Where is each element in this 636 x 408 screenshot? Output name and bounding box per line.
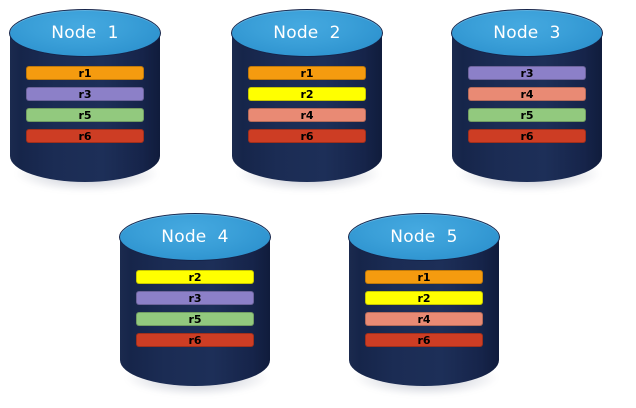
replica-list: r2 r3 r5 r6 [120, 270, 270, 347]
replica-bar-r4[interactable]: r4 [248, 108, 366, 122]
replica-bar-r5[interactable]: r5 [26, 108, 144, 122]
replica-bar-r6[interactable]: r6 [365, 333, 483, 347]
node-cylinder-3[interactable]: Node 3 r3 r4 r5 r6 [451, 9, 603, 192]
replica-bar-r6[interactable]: r6 [136, 333, 254, 347]
node-cylinder-5[interactable]: Node 5 r1 r2 r4 r6 [348, 213, 500, 396]
replica-list: r1 r2 r4 r6 [349, 270, 499, 347]
node-label: Node 3 [493, 23, 561, 43]
cylinder-top-disc [120, 214, 270, 260]
cylinder-top-disc [10, 10, 160, 56]
replica-list: r1 r3 r5 r6 [10, 66, 160, 143]
node-label: Node 2 [273, 23, 341, 43]
cylinder-body [452, 32, 602, 182]
replica-bar-r2[interactable]: r2 [365, 291, 483, 305]
replica-bar-r3[interactable]: r3 [136, 291, 254, 305]
replica-bar-r6[interactable]: r6 [26, 129, 144, 143]
replica-bar-r1[interactable]: r1 [26, 66, 144, 80]
replica-bar-r2[interactable]: r2 [248, 87, 366, 101]
cylinder-body [349, 236, 499, 386]
replica-bar-r1[interactable]: r1 [248, 66, 366, 80]
replica-bar-r1[interactable]: r1 [365, 270, 483, 284]
node-label: Node 1 [51, 23, 119, 43]
replica-bar-r3[interactable]: r3 [26, 87, 144, 101]
node-cylinder-2[interactable]: Node 2 r1 r2 r4 r6 [231, 9, 383, 192]
cylinder-top-disc [349, 214, 499, 260]
node-cylinder-1[interactable]: Node 1 r1 r3 r5 r6 [9, 9, 161, 192]
replica-bar-r6[interactable]: r6 [248, 129, 366, 143]
replica-bar-r4[interactable]: r4 [365, 312, 483, 326]
cylinder-body [10, 32, 160, 182]
node-label: Node 4 [161, 227, 229, 247]
replica-bar-r5[interactable]: r5 [468, 108, 586, 122]
replica-list: r1 r2 r4 r6 [232, 66, 382, 143]
replica-bar-r4[interactable]: r4 [468, 87, 586, 101]
replica-bar-r2[interactable]: r2 [136, 270, 254, 284]
replica-list: r3 r4 r5 r6 [452, 66, 602, 143]
replica-bar-r6[interactable]: r6 [468, 129, 586, 143]
cylinder-top-disc [232, 10, 382, 56]
replica-bar-r5[interactable]: r5 [136, 312, 254, 326]
cylinder-body [120, 236, 270, 386]
node-cylinder-4[interactable]: Node 4 r2 r3 r5 r6 [119, 213, 271, 396]
node-label: Node 5 [390, 227, 458, 247]
cylinder-top-disc [452, 10, 602, 56]
cylinder-body [232, 32, 382, 182]
replica-bar-r3[interactable]: r3 [468, 66, 586, 80]
